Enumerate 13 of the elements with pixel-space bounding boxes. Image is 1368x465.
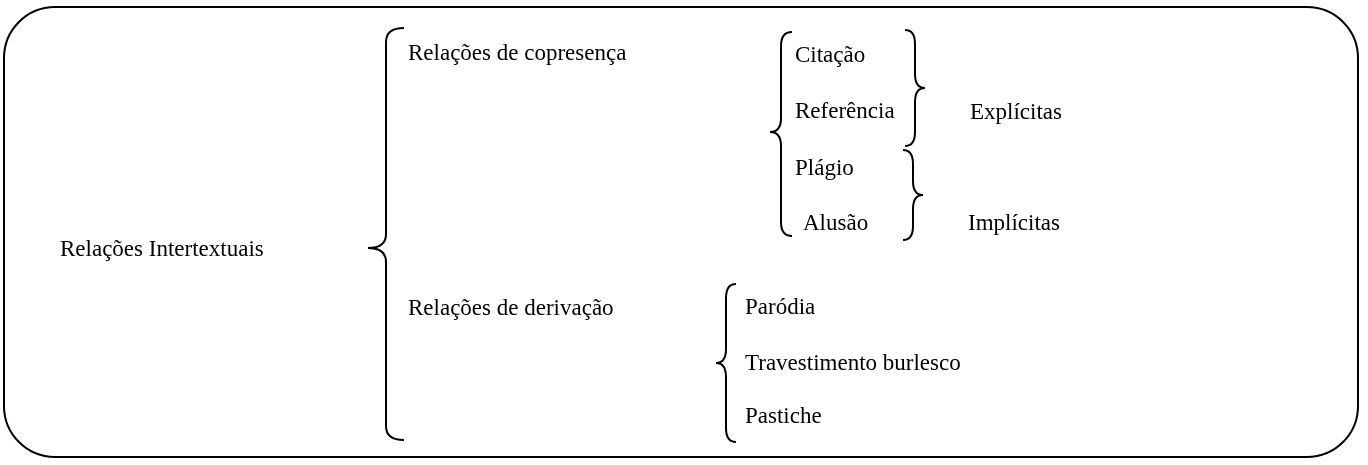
group-label: Implícitas — [968, 210, 1060, 236]
item-label: Alusão — [803, 210, 869, 236]
category-label: Relações Intertextuais — [60, 236, 264, 262]
item-label: Plágio — [795, 155, 854, 181]
rounded-frame — [3, 6, 1359, 458]
group-label: Explícitas — [970, 99, 1062, 125]
item-label: Pastiche — [745, 403, 822, 429]
item-label: Travestimento burlesco — [745, 350, 961, 376]
category-label: Relações de derivação — [408, 295, 614, 321]
item-label: Referência — [795, 98, 895, 124]
item-label: Citação — [795, 42, 866, 68]
item-label: Paródia — [745, 294, 816, 320]
category-label: Relações de copresença — [408, 40, 627, 66]
